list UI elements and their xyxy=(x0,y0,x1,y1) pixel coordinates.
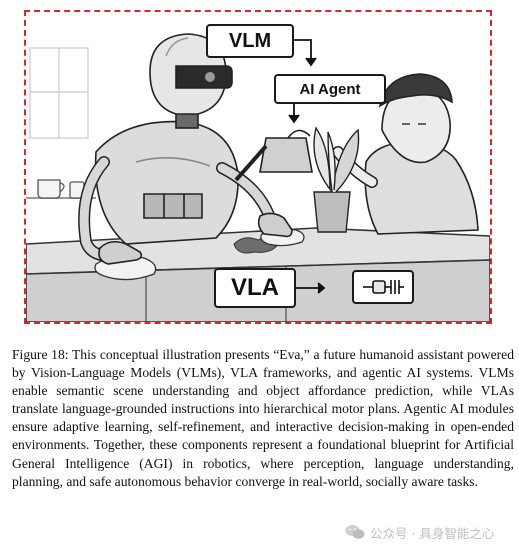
ai-agent-label: AI Agent xyxy=(274,74,386,104)
actuator-box xyxy=(352,270,414,304)
figure-frame: VLM AI Agent VLA xyxy=(24,10,492,324)
actuator-icon xyxy=(363,280,404,294)
wechat-logo-icon xyxy=(345,525,365,539)
cups-icon xyxy=(37,179,85,199)
watering-can-icon xyxy=(234,129,313,182)
robot-icon xyxy=(78,33,293,265)
figure-caption: Figure 18: This conceptual illustration … xyxy=(12,347,514,489)
watermark: 公众号 · 具身智能之心 xyxy=(345,522,494,542)
vlm-label: VLM xyxy=(206,24,294,58)
vla-label: VLA xyxy=(214,268,296,308)
background-window xyxy=(29,47,89,139)
watermark-text: 公众号 · 具身智能之心 xyxy=(370,525,495,541)
plant-icon xyxy=(313,126,360,233)
